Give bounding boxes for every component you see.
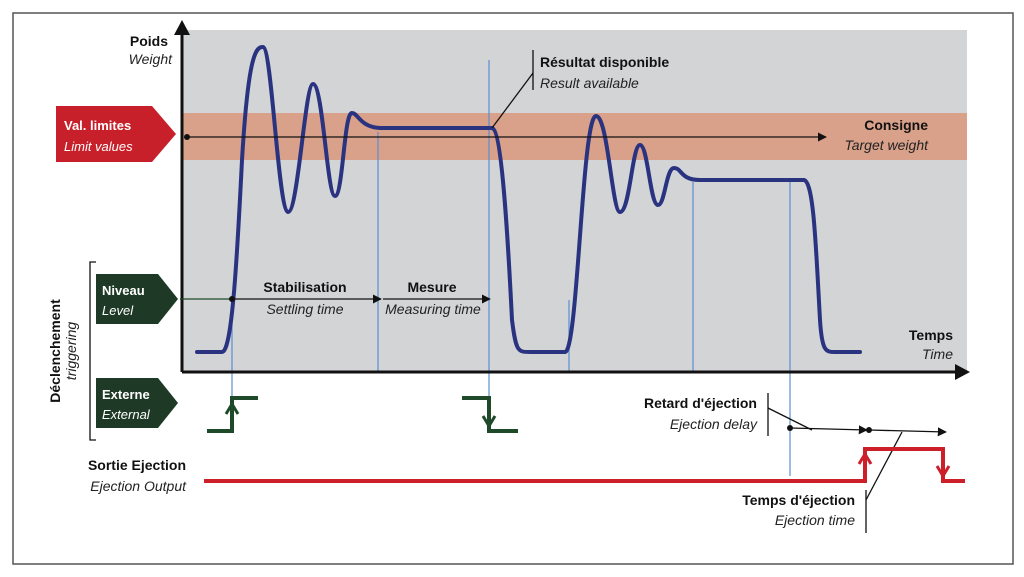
triggering-label: Déclenchement [47, 299, 63, 403]
ejection-delay-arrow [789, 425, 868, 435]
triggering-label-en: triggering [63, 322, 79, 381]
measure-label: Mesure [407, 279, 456, 295]
ejection-delay-callout-line [767, 407, 813, 431]
ejection-time-label: Temps d'éjection [742, 492, 855, 508]
weight-curve [195, 45, 862, 354]
external-label-en: External [102, 407, 151, 422]
external-trigger-rise [207, 396, 258, 433]
target-label: Consigne [864, 117, 928, 133]
x-axis-label-en: Time [922, 346, 953, 362]
level-label-en: Level [102, 303, 134, 318]
settling-label-en: Settling time [266, 301, 343, 317]
external-tag: Externe External [96, 378, 178, 428]
ejection-delay-label: Retard d'éjection [644, 395, 757, 411]
result-callout-line [491, 72, 534, 129]
target-label-en: Target weight [844, 137, 929, 153]
limit-values-tag: Val. limites Limit values [56, 106, 176, 162]
level-label: Niveau [102, 283, 145, 298]
ejection-output-label: Sortie Ejection [88, 457, 186, 473]
triggering-bracket [89, 261, 96, 441]
external-label: Externe [102, 387, 150, 402]
ejection-output-signal [204, 447, 965, 483]
x-axis-arrowhead [955, 364, 970, 380]
level-tag: Niveau Level [96, 274, 178, 324]
limit-values-label: Val. limites [64, 118, 131, 133]
ejection-output-label-en: Ejection Output [90, 478, 187, 494]
x-axis-label: Temps [909, 327, 953, 343]
result-label: Résultat disponible [540, 54, 669, 70]
ejection-time-callout-line [865, 431, 903, 501]
ejection-time-arrow [868, 427, 947, 437]
limit-values-label-en: Limit values [64, 139, 133, 154]
ejection-delay-label-en: Ejection delay [670, 416, 758, 432]
result-label-en: Result available [540, 75, 639, 91]
y-axis-label: Poids [130, 33, 168, 49]
settling-label: Stabilisation [263, 279, 346, 295]
measure-label-en: Measuring time [385, 301, 481, 317]
ejection-time-label-en: Ejection time [775, 512, 855, 528]
external-trigger-fall [462, 396, 518, 433]
y-axis-arrowhead [174, 20, 190, 35]
y-axis-label-en: Weight [129, 51, 173, 67]
